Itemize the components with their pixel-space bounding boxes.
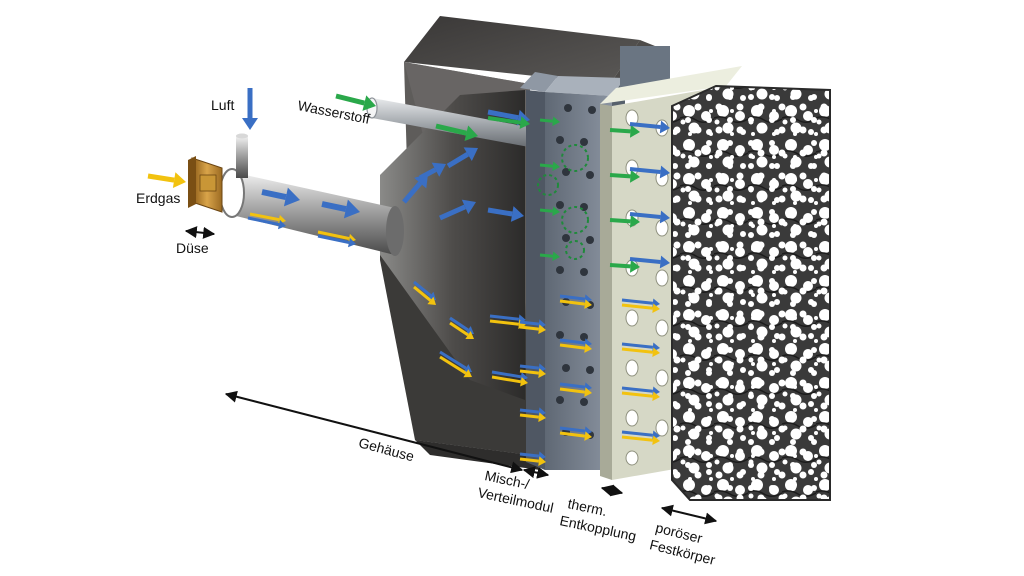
housing-mix-arrow-3: [449, 316, 474, 334]
pipe-air-arrow-3: [247, 216, 286, 230]
module-h2-arrow-4: [539, 251, 560, 262]
plate-air-arrow-3: [629, 210, 670, 224]
module-h2-arrow-1: [539, 116, 560, 127]
housing-air-arrow-3: [446, 147, 478, 169]
luft-inlet-arrow: [242, 88, 258, 130]
gehaeuse-dimension-line: [224, 390, 524, 474]
luft-label: Luft: [211, 97, 235, 113]
plate-h2-arrow-3: [609, 214, 640, 228]
module-gas-arrow-3: [559, 387, 592, 397]
plate-air-arrow-4: [629, 255, 670, 269]
module-gas-arrow-1: [559, 299, 592, 309]
duese-label: Düse: [176, 240, 209, 256]
module-gas-arrow-2: [559, 343, 592, 353]
dimension-lines: [184, 226, 718, 525]
pipe-air-arrow-2: [321, 199, 360, 219]
plate-mix-gas-arrow-3: [621, 391, 660, 402]
therm-dimension-line: [600, 484, 624, 497]
h2-tube-arrow-1: [487, 116, 530, 129]
plate-air-arrow-1: [629, 120, 670, 134]
housing-air-arrow-2: [418, 162, 446, 181]
inlet-pipe: [219, 90, 525, 400]
erdgas-inlet-arrow: [147, 172, 186, 189]
wasserstoff-inlet-arrow: [335, 93, 376, 111]
plate-air-arrow-2: [629, 165, 670, 179]
plate-h2-arrow-1: [609, 124, 640, 138]
module-h2-arrow-2: [539, 161, 560, 172]
plate-h2-arrow-2: [609, 169, 640, 183]
housing-air-arrow-5: [487, 206, 524, 222]
module-gas-arrow-4: [559, 431, 592, 441]
plate-mix-gas-arrow-4: [621, 435, 660, 446]
plate-mix-gas-arrow-1: [621, 303, 660, 314]
misch-dimension-line: [522, 466, 550, 479]
module-h2-arrow-3: [539, 206, 560, 217]
porous-solid: [671, 84, 831, 501]
housing-air-arrow-4: [438, 199, 476, 221]
duese-dimension-line: [184, 226, 216, 239]
housing-mix-arrow-5: [439, 350, 472, 373]
housing-mix-arrow-10: [491, 375, 528, 387]
erdgas-label: Erdgas: [136, 190, 181, 206]
housing-mix-arrow-4: [449, 321, 474, 339]
pipe-air-arrow-4: [317, 234, 356, 248]
housing-mix-arrow-2: [413, 285, 436, 305]
poroes-dimension-line: [660, 504, 718, 525]
h2-tube-arrow-2: [435, 123, 478, 142]
inlet-mix-gas-arrow-1: [519, 324, 546, 334]
nozzle: [188, 156, 223, 213]
housing-mix-arrow-6: [439, 355, 472, 378]
plate-h2-arrow-4: [609, 259, 640, 273]
flow-arrows: [147, 88, 670, 466]
pipe-air-arrow-1: [261, 187, 300, 207]
inlet-mix-gas-arrow-2: [519, 368, 546, 378]
plate-mix-gas-arrow-2: [621, 347, 660, 358]
